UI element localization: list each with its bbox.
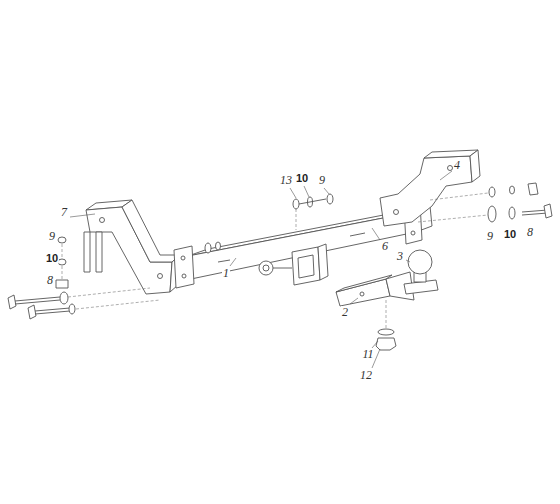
callout-number: 8 bbox=[46, 274, 54, 286]
assembly-axes bbox=[62, 193, 488, 329]
receiver-tube bbox=[259, 244, 328, 285]
callout-number: 2 bbox=[341, 306, 349, 318]
callout-number: 7 bbox=[60, 206, 68, 218]
ball-nut bbox=[376, 329, 396, 350]
callout-number: 1 bbox=[222, 267, 230, 279]
callout-number: 3 bbox=[396, 250, 404, 262]
callout-number: 10 bbox=[45, 253, 59, 264]
callout-number: 6 bbox=[381, 240, 389, 252]
left-bracket bbox=[84, 200, 180, 294]
callout-number: 4 bbox=[453, 159, 461, 171]
callout-number: 9 bbox=[318, 174, 326, 186]
callout-number: 10 bbox=[295, 173, 309, 184]
ball-mount bbox=[336, 250, 438, 306]
center-fasteners bbox=[205, 194, 333, 253]
callout-number: 8 bbox=[526, 226, 534, 238]
callout-number: 11 bbox=[361, 348, 374, 360]
callout-number: 9 bbox=[48, 230, 56, 242]
callout-number: 12 bbox=[359, 369, 373, 381]
right-bracket bbox=[380, 150, 480, 226]
callout-number: 9 bbox=[486, 230, 494, 242]
leader-lines bbox=[70, 171, 452, 368]
left-fasteners bbox=[8, 237, 75, 319]
callout-number: 13 bbox=[279, 174, 293, 186]
callout-number: 10 bbox=[503, 229, 517, 240]
right-fasteners bbox=[488, 183, 552, 222]
